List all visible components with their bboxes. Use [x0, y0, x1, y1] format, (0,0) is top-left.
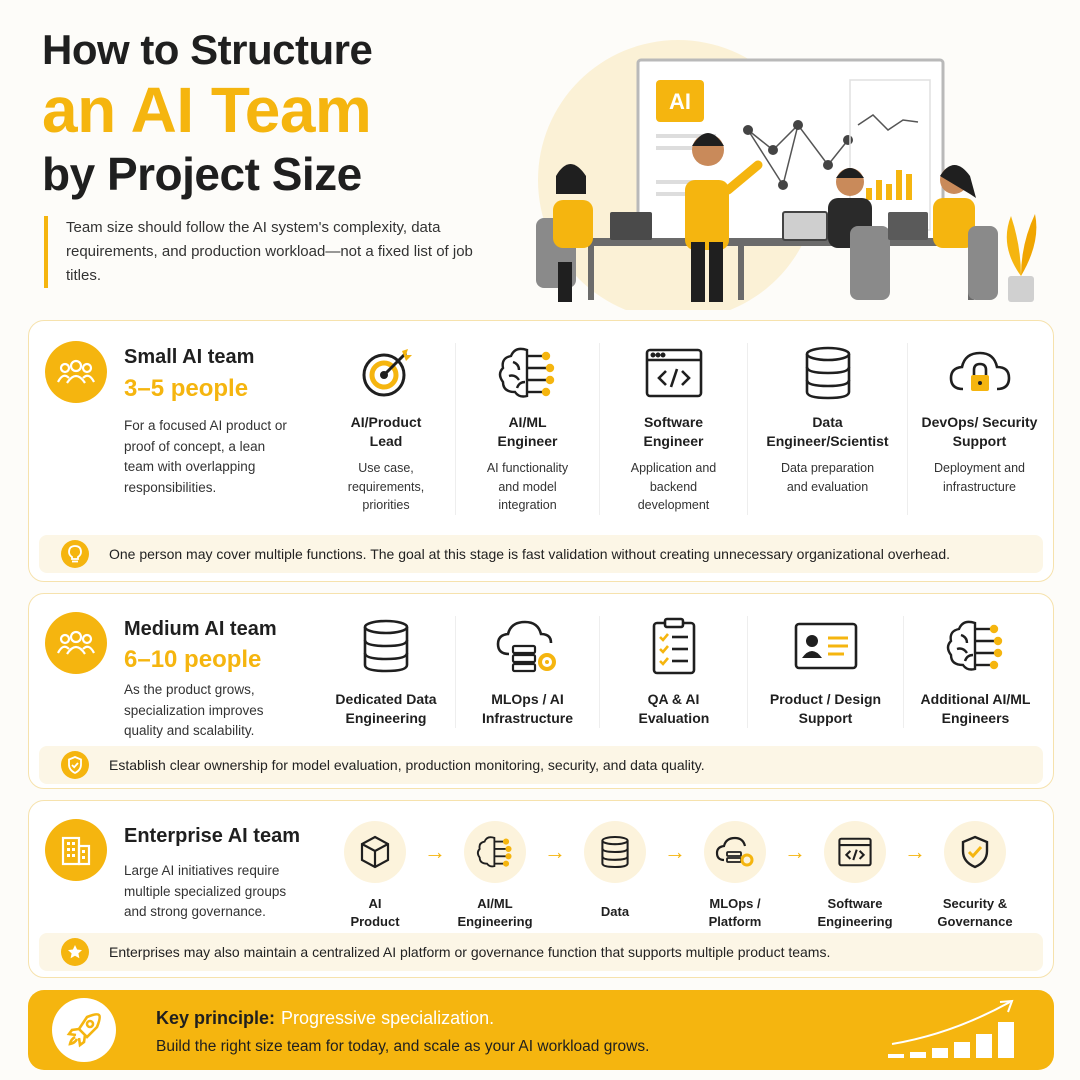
- role-dedicated-data-engineering: Dedicated Data Engineering: [317, 616, 455, 728]
- role-name: Product / Design Support: [769, 691, 882, 726]
- team-at-whiteboard-illustration: AI: [536, 40, 1037, 320]
- small-team-roles: AI/Product Lead Use case, requirements, …: [317, 343, 1051, 515]
- title-line-1: How to Structure: [42, 26, 373, 73]
- arrow-right-icon: →: [664, 839, 686, 864]
- enterprise-team-title: Enterprise AI team: [124, 825, 300, 847]
- enterprise-flow: AI Product → AI/ML Engineering → Data → …: [339, 821, 1013, 931]
- role-name: Dedicated Data Engineering: [335, 691, 437, 726]
- database-icon: [363, 619, 409, 673]
- title-line-2: an AI Team: [42, 73, 372, 146]
- flow-step-label: Software Engineering: [817, 896, 893, 929]
- target-icon: [362, 349, 412, 397]
- role-name: AI/ML Engineer: [497, 414, 558, 449]
- role-name: Software Engineer: [643, 414, 704, 449]
- role-ai-product-lead: AI/Product Lead Use case, requirements, …: [317, 343, 455, 515]
- role-name: Additional AI/ML Engineers: [920, 691, 1031, 726]
- role-name: QA & AI Evaluation: [638, 691, 710, 726]
- small-team-title: Small AI team: [124, 346, 255, 368]
- role-data-engineer-scientist: Data Engineer/Scientist Data preparation…: [747, 343, 907, 515]
- star-icon: [61, 938, 89, 966]
- key-principle: Key principle:Progressive specialization…: [156, 1008, 494, 1029]
- cloud-server-gear-icon: [496, 620, 556, 673]
- brain-circuit-icon: [498, 347, 554, 398]
- key-principle-banner: Key principle:Progressive specialization…: [28, 990, 1054, 1070]
- cube-icon: [360, 835, 390, 869]
- lightbulb-icon: [61, 540, 89, 568]
- role-name: MLOps / AI Infrastructure: [481, 691, 574, 726]
- intro-text: Team size should follow the AI system's …: [44, 216, 474, 288]
- enterprise-team-card: Enterprise AI team Large AI initiatives …: [28, 800, 1054, 978]
- role-description: Use case, requirements, priorities: [347, 461, 425, 512]
- flow-step-security-governance: Security & Governance: [937, 821, 1013, 931]
- role-additional-ai-ml-engineers: Additional AI/ML Engineers: [903, 616, 1047, 728]
- title-line-3: by Project Size: [42, 148, 362, 201]
- medium-team-title: Medium AI team: [124, 618, 277, 640]
- people-group-icon: [45, 612, 107, 674]
- flow-step-ai-ml-engineering: AI/ML Engineering: [457, 821, 533, 931]
- small-team-card: Small AI team 3–5 people For a focused A…: [28, 320, 1054, 582]
- hero-ai-badge: AI: [669, 89, 691, 114]
- cloud-lock-icon: [949, 351, 1010, 391]
- enterprise-team-note: Enterprises may also maintain a centrali…: [39, 933, 1043, 971]
- role-ai-ml-engineer: AI/ML Engineer AI functionality and mode…: [455, 343, 599, 515]
- brain-circuit-icon: [476, 836, 512, 868]
- role-mlops-ai-infrastructure: MLOps / AI Infrastructure: [455, 616, 599, 728]
- flow-step-software-engineering: Software Engineering: [817, 821, 893, 931]
- role-devops-security: DevOps/ Security Support Deployment and …: [907, 343, 1051, 515]
- flow-step-label: Security & Governance: [937, 896, 1013, 929]
- arrow-right-icon: →: [544, 839, 566, 864]
- note-text: One person may cover multiple functions.…: [109, 546, 950, 562]
- role-description: Data preparation and evaluation: [780, 461, 875, 494]
- key-principle-text: Progressive specialization.: [281, 1008, 495, 1028]
- arrow-right-icon: →: [784, 839, 806, 864]
- role-name: AI/Product Lead: [350, 414, 422, 449]
- flow-step-label: AI Product: [350, 896, 400, 929]
- arrow-right-icon: →: [904, 839, 926, 864]
- cloud-gear-icon: [715, 836, 754, 867]
- arrow-right-icon: →: [424, 839, 446, 864]
- growth-bars-icon: [886, 998, 1026, 1065]
- role-description: Deployment and infrastructure: [933, 461, 1026, 494]
- flow-step-label: Data: [600, 904, 630, 919]
- shield-check-icon: [961, 835, 989, 869]
- hero-illustration: AI: [528, 30, 1048, 320]
- medium-team-note: Establish clear ownership for model eval…: [39, 746, 1043, 784]
- flow-step-mlops-platform: MLOps / Platform: [699, 821, 771, 931]
- people-group-icon: [45, 341, 107, 403]
- role-name: DevOps/ Security Support: [921, 414, 1038, 449]
- shield-check-icon: [61, 751, 89, 779]
- medium-team-roles: Dedicated Data Engineering MLOps / AI In…: [317, 616, 1047, 728]
- flow-step-data: Data: [579, 821, 651, 921]
- rocket-icon: [52, 998, 116, 1062]
- role-description: Application and backend development: [630, 461, 717, 512]
- flow-step-label: AI/ML Engineering: [457, 896, 533, 929]
- small-team-description: For a focused AI product or proof of con…: [124, 418, 287, 495]
- code-window-icon: [838, 837, 872, 867]
- small-team-note: One person may cover multiple functions.…: [39, 535, 1043, 573]
- role-qa-ai-evaluation: QA & AI Evaluation: [599, 616, 747, 728]
- role-product-design-support: Product / Design Support: [747, 616, 903, 728]
- flow-step-ai-product: AI Product: [339, 821, 411, 931]
- code-window-icon: [645, 348, 702, 398]
- page-title: How to Structure an AI Team by Project S…: [42, 26, 373, 201]
- note-text: Enterprises may also maintain a centrali…: [109, 944, 831, 960]
- medium-team-description: As the product grows, specialization imp…: [124, 682, 264, 738]
- role-name: Data Engineer/Scientist: [766, 414, 889, 449]
- role-software-engineer: Software Engineer Application and backen…: [599, 343, 747, 515]
- database-icon: [601, 835, 629, 869]
- role-description: AI functionality and model integration: [486, 461, 569, 512]
- flow-step-label: MLOps / Platform: [708, 896, 762, 929]
- database-icon: [805, 346, 850, 400]
- small-team-size: 3–5 people: [124, 375, 249, 402]
- note-text: Establish clear ownership for model eval…: [109, 757, 705, 773]
- brain-circuit-icon: [946, 620, 1002, 671]
- enterprise-team-description: Large AI initiatives require multiple sp…: [124, 863, 287, 919]
- profile-card-icon: [794, 622, 857, 670]
- medium-team-card: Medium AI team 6–10 people As the produc…: [28, 593, 1054, 789]
- building-icon: [45, 819, 107, 881]
- medium-team-size: 6–10 people: [124, 646, 262, 673]
- clipboard-checklist-icon: [652, 617, 695, 675]
- key-principle-label: Key principle:: [156, 1008, 276, 1028]
- key-principle-description: Build the right size team for today, and…: [156, 1038, 650, 1055]
